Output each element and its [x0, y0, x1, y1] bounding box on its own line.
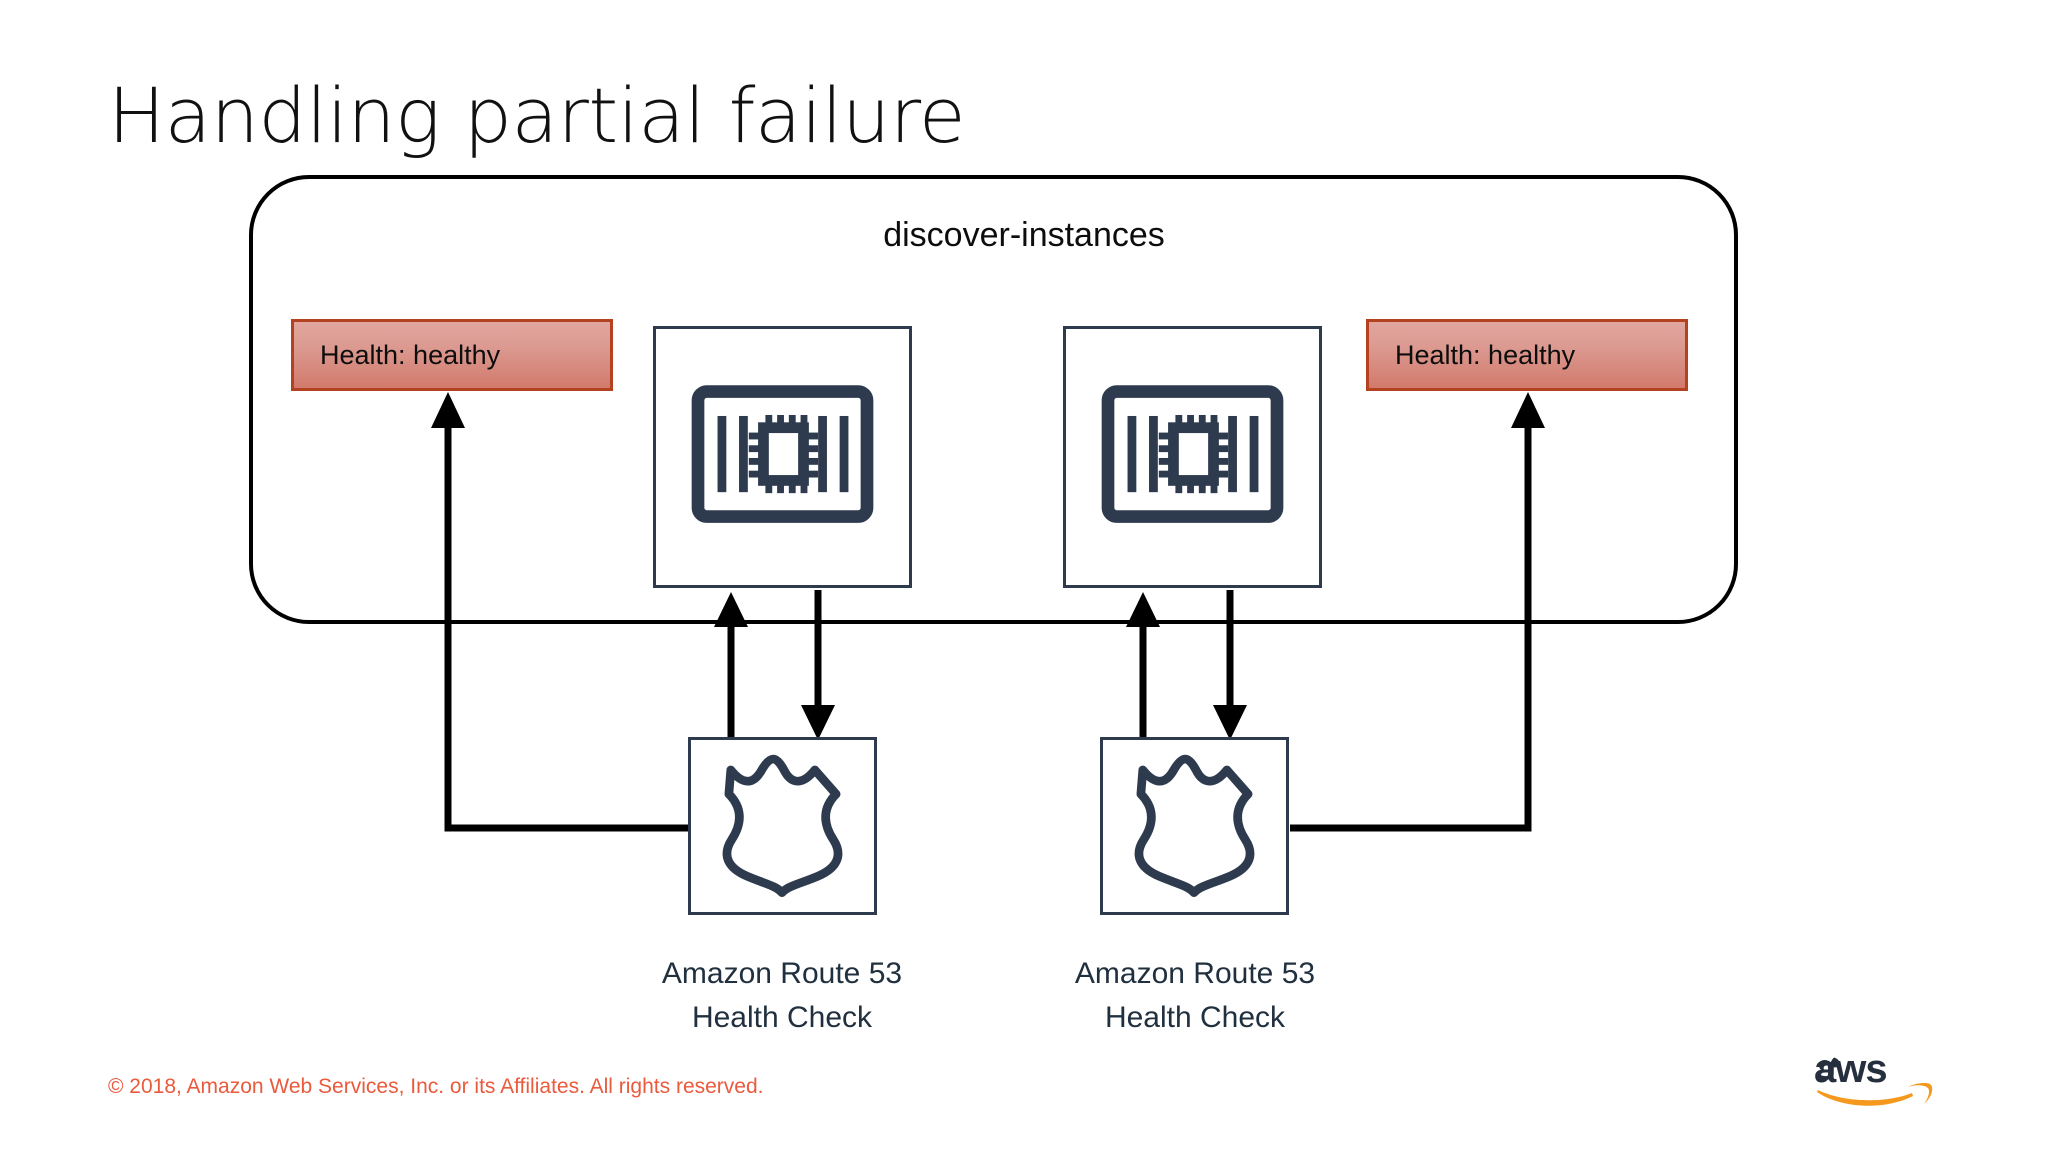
route53-health-check-box-1[interactable] — [688, 737, 877, 915]
route53-health-check-caption-1: Amazon Route 53 Health Check — [572, 952, 992, 1039]
connector-hc2-to-ec2-2 — [1126, 592, 1160, 737]
page-title: Handling partial failure — [108, 71, 966, 160]
ec2-instance-box-2[interactable] — [1063, 326, 1322, 588]
connector-hc1-to-badge-left — [431, 392, 688, 832]
route53-health-check-caption-2: Amazon Route 53 Health Check — [985, 952, 1405, 1039]
caption-line-1: Amazon Route 53 — [1074, 957, 1316, 990]
ec2-instance-icon — [691, 385, 874, 523]
svg-text:aws: aws — [1814, 1047, 1887, 1091]
ec2-instance-icon — [1101, 385, 1284, 523]
route53-shield-icon — [1134, 754, 1255, 898]
caption-line-2: Health Check — [691, 1000, 873, 1034]
caption-line-1: Amazon Route 53 — [661, 957, 903, 990]
connector-ec2-2-to-hc2 — [1213, 590, 1247, 740]
health-badge-left[interactable]: Health: healthy — [291, 319, 613, 391]
copyright-notice: © 2018, Amazon Web Services, Inc. or its… — [108, 1075, 764, 1098]
health-badge-right-label: Health: healthy — [1395, 339, 1576, 370]
connector-hc2-to-badge-right — [1290, 392, 1545, 832]
discover-instances-group-border — [249, 175, 1738, 624]
aws-logo: aws — [1812, 1046, 1942, 1108]
health-badge-right[interactable]: Health: healthy — [1366, 319, 1688, 391]
health-badge-left-label: Health: healthy — [320, 339, 501, 370]
route53-shield-icon — [722, 754, 843, 898]
connector-ec2-1-to-hc1 — [801, 590, 835, 740]
ec2-instance-box-1[interactable] — [653, 326, 912, 588]
caption-line-2: Health Check — [1104, 1000, 1286, 1034]
aws-logo-icon: aws — [1814, 1047, 1933, 1106]
connector-hc1-to-ec2-1 — [714, 592, 748, 737]
route53-health-check-box-2[interactable] — [1100, 737, 1289, 915]
